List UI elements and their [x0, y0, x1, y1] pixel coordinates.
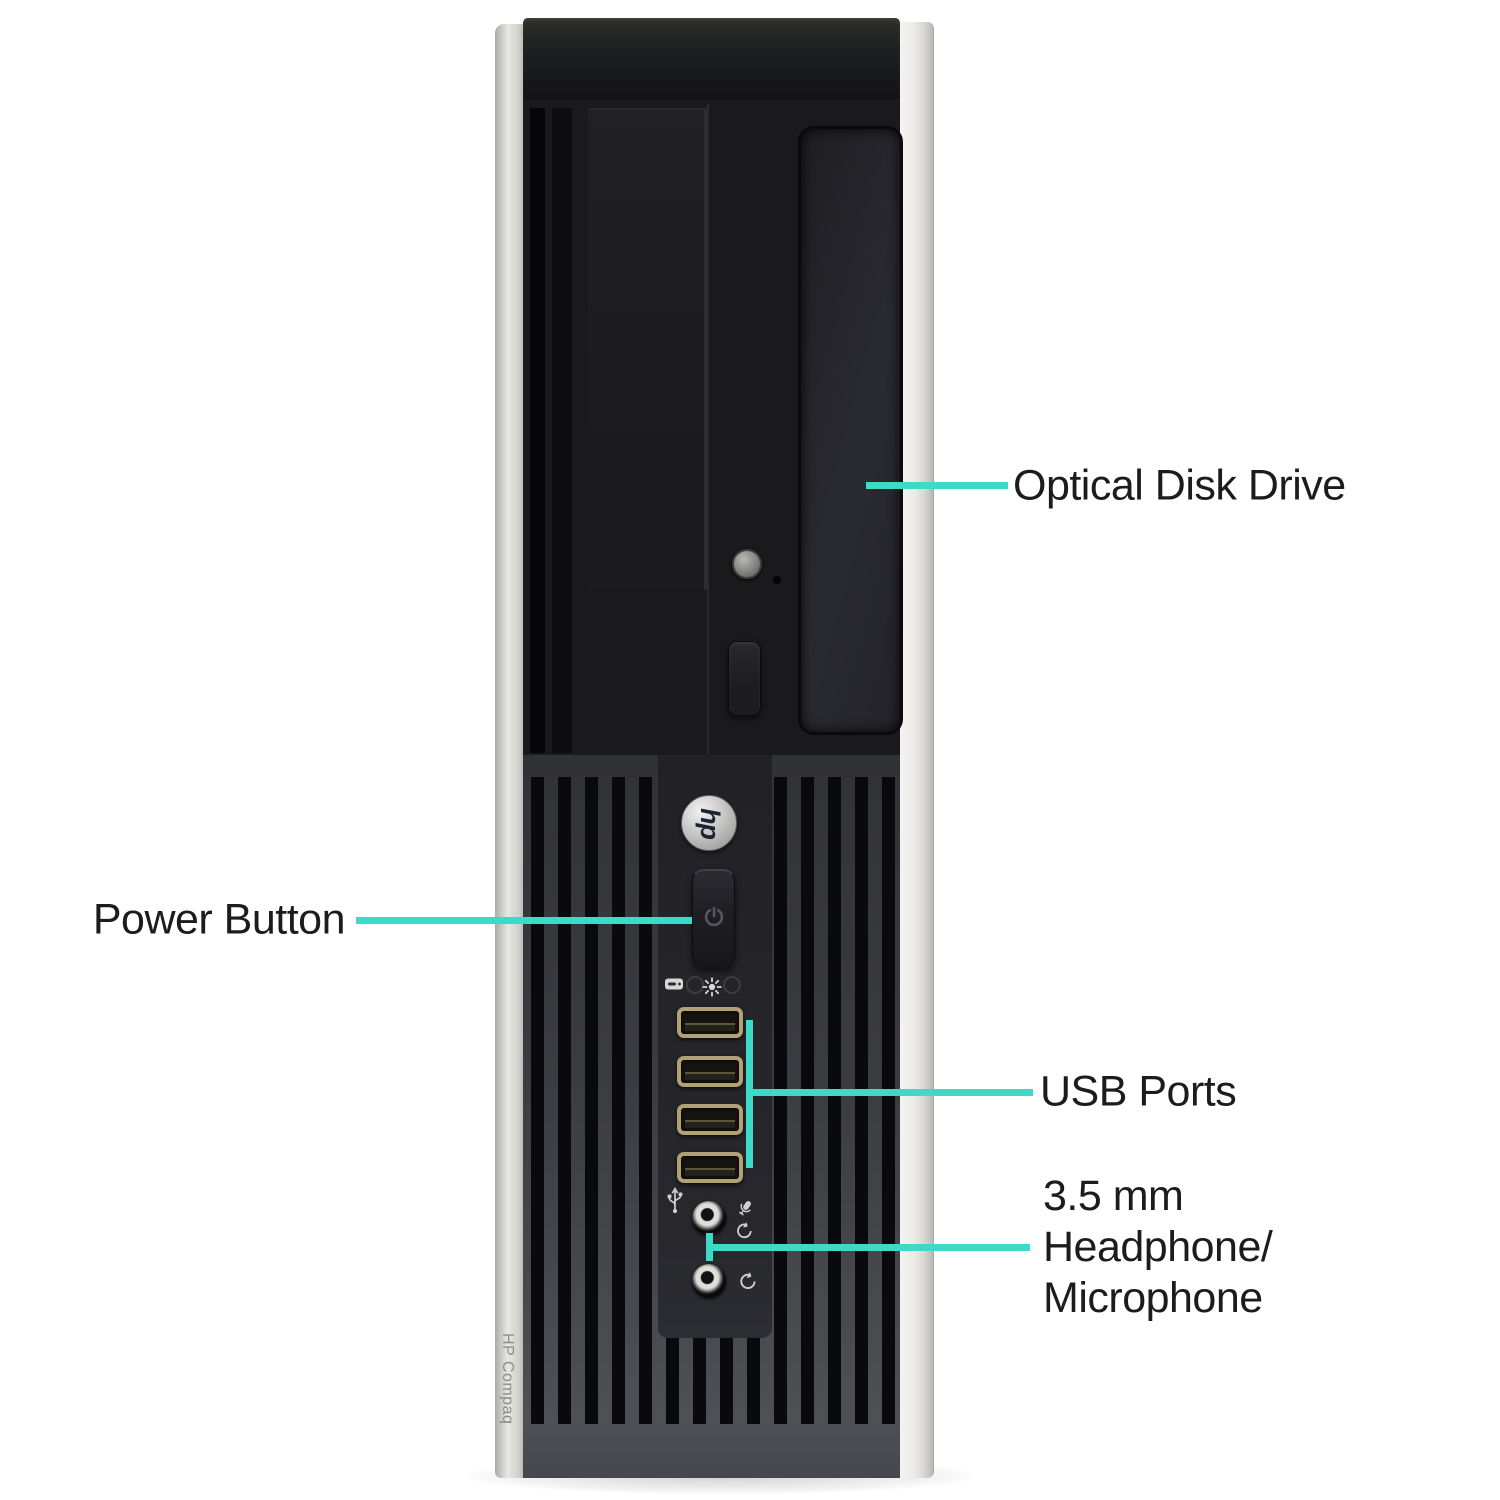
emergency-eject-pinhole: [773, 576, 781, 584]
eject-button[interactable]: [728, 641, 761, 716]
hdd-led-lamp: [686, 976, 704, 994]
sun-led-icon: [702, 977, 722, 1002]
microphone-icon: [733, 1199, 757, 1224]
tower-top-cap: [523, 18, 900, 99]
usb-trident-icon: [664, 1186, 686, 1219]
hp-logo-text: hp: [694, 807, 725, 839]
usb-port[interactable]: [677, 1152, 743, 1183]
callout-line-usb-ports: [746, 1089, 1033, 1096]
optical-drive[interactable]: [798, 126, 903, 735]
chassis-right-trim: [900, 22, 934, 1478]
usb-port[interactable]: [677, 1007, 743, 1038]
callout-line-power-button: [356, 917, 692, 924]
circular-arrow-icon: [736, 1271, 757, 1297]
headphone-jack[interactable]: [692, 1264, 726, 1298]
headset-jack[interactable]: [692, 1201, 726, 1235]
power-led-lamp: [723, 976, 741, 994]
circular-arrow-icon: [733, 1221, 753, 1246]
bay-seam: [707, 104, 709, 754]
side-brand-text: HP Compaq: [499, 1333, 516, 1425]
bay-slat: [530, 108, 545, 753]
label-usb-ports: USB Ports: [1040, 1067, 1237, 1116]
usb-port[interactable]: [677, 1056, 743, 1087]
label-audio-line-3: Microphone: [1043, 1274, 1263, 1322]
label-audio-line-2: Headphone/: [1043, 1223, 1273, 1271]
power-button[interactable]: [692, 869, 735, 968]
usb-port[interactable]: [677, 1104, 743, 1135]
label-optical-disk-drive: Optical Disk Drive: [1013, 461, 1346, 510]
hp-logo: hp: [681, 795, 737, 851]
control-strip: [658, 755, 772, 1338]
disc-emblem-button: [732, 549, 762, 579]
hdd-led-icon: [664, 977, 684, 996]
power-symbol-icon: [701, 904, 727, 935]
blank-bay-cover: [588, 108, 707, 590]
callout-line-audio-jacks: [706, 1244, 1030, 1251]
chassis-left-trim: [495, 24, 523, 1478]
bay-slat: [552, 108, 572, 753]
label-audio-jacks: 3.5 mm Headphone/ Microphone: [1043, 1171, 1273, 1324]
callout-line-optical-drive: [866, 482, 1008, 489]
label-audio-line-1: 3.5 mm: [1043, 1172, 1184, 1220]
label-power-button: Power Button: [92, 895, 346, 944]
